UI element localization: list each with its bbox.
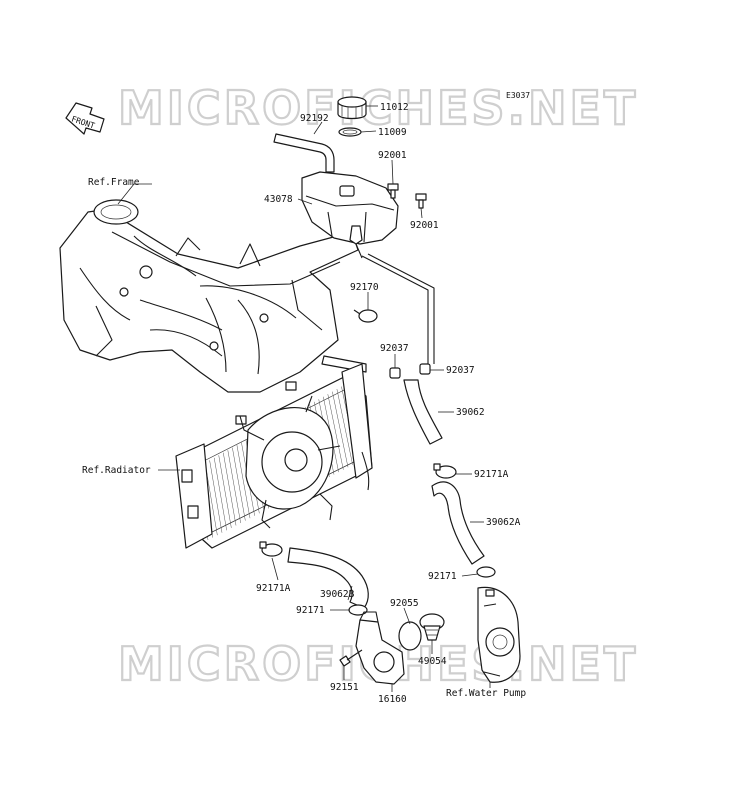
part-label-92192[interactable]: 92192 (300, 113, 329, 124)
radiator-fin (332, 391, 349, 468)
part-label-39062b[interactable]: 39062B (320, 589, 355, 600)
bolt-92151 (339, 649, 363, 667)
radiator-fin (209, 460, 223, 533)
part-label-92171a-right[interactable]: 92171A (474, 469, 509, 480)
o-ring-92055 (398, 621, 422, 651)
part-label-92170[interactable]: 92170 (350, 282, 379, 293)
bolt-lower (415, 193, 427, 209)
breather-hose (273, 133, 335, 173)
part-label-92055[interactable]: 92055 (390, 598, 419, 609)
part-label-49054[interactable]: 49054 (418, 656, 447, 667)
radiator-fin (336, 389, 353, 465)
reservoir-hose (361, 255, 429, 364)
part-label-11012[interactable]: 11012 (380, 102, 409, 113)
part-label-92037-left[interactable]: 92037 (380, 343, 409, 354)
radiator-fin (218, 455, 232, 528)
part-label-39062a[interactable]: 39062A (486, 517, 521, 528)
hose-39062a (431, 481, 485, 565)
reservoir-cap (337, 96, 367, 120)
frame-drawing (59, 199, 359, 393)
hose-39062 (403, 379, 443, 445)
radiator-fin (236, 445, 251, 519)
radiator-fin (223, 452, 237, 526)
clamp-92171-right (476, 566, 496, 578)
part-label-16160[interactable]: 16160 (378, 694, 407, 705)
leader-lines (117, 105, 491, 692)
part-label-92171-left[interactable]: 92171 (296, 605, 325, 616)
cooling-fan (239, 395, 341, 529)
radiator-fin (227, 450, 241, 524)
clamp-92171a-left (261, 543, 283, 557)
thermostat-housing (355, 611, 405, 685)
part-label-43078[interactable]: 43078 (264, 194, 293, 205)
reservoir-tank (301, 171, 399, 259)
part-label-92001-upper[interactable]: 92001 (378, 150, 407, 161)
part-label-92171a-left[interactable]: 92171A (256, 583, 291, 594)
part-label-39062[interactable]: 39062 (456, 407, 485, 418)
part-label-92001-lower[interactable]: 92001 (410, 220, 439, 231)
water-pump (477, 586, 521, 683)
ref-radiator-label[interactable]: Ref.Radiator (82, 465, 151, 476)
part-label-92037-right[interactable]: 92037 (446, 365, 475, 376)
radiator-fin (213, 457, 227, 531)
radiator-fin (232, 447, 246, 521)
clip-92037-right (419, 363, 431, 375)
part-label-92151[interactable]: 92151 (330, 682, 359, 693)
clamp-92171-left (348, 604, 368, 616)
thermostat (419, 613, 445, 641)
diagram-code: E3037 (506, 91, 530, 100)
clip-92037-left (389, 367, 401, 379)
ref-water-pump-label[interactable]: Ref.Water Pump (446, 688, 526, 699)
clamp-92171a-right (435, 465, 457, 479)
part-label-92171-right[interactable]: 92171 (428, 571, 457, 582)
hose-clamp-92170 (353, 309, 378, 323)
radiator-outlet (361, 451, 370, 491)
radiator-fin (327, 394, 344, 470)
watermark-top: MICROFICHES.NET (118, 81, 638, 135)
front-arrow-icon: FRONT (65, 102, 105, 135)
part-label-11009[interactable]: 11009 (378, 127, 407, 138)
ref-frame-label[interactable]: Ref.Frame (88, 177, 140, 188)
cap-o-ring (338, 127, 362, 137)
